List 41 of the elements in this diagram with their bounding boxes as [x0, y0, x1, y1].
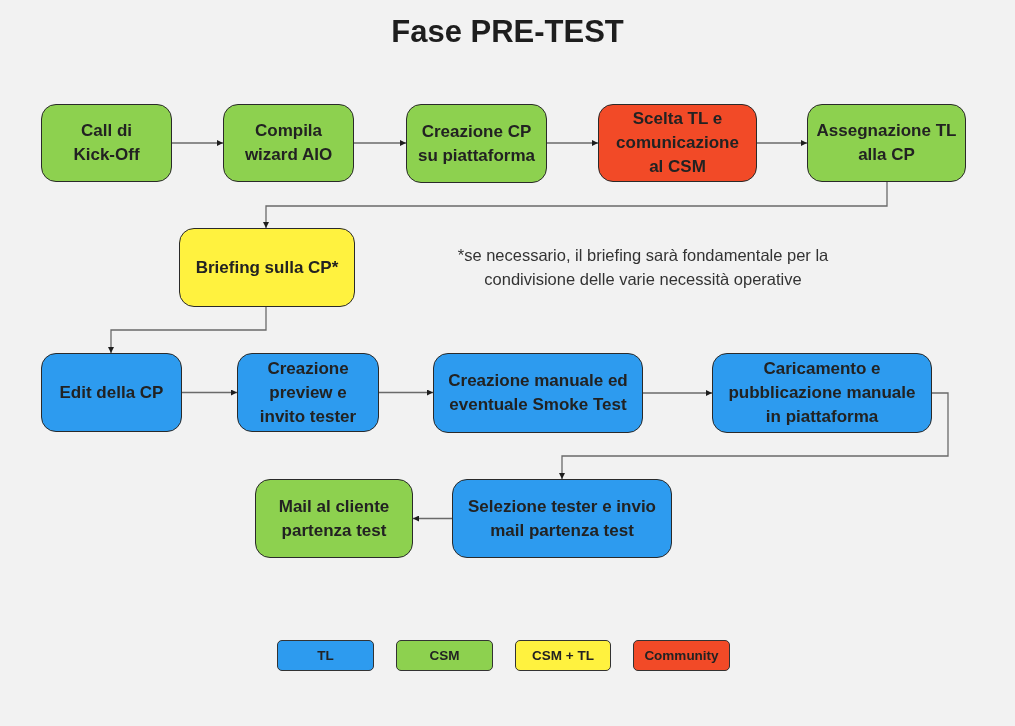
step-label: Scelta TL e comunicazione al CSM	[615, 108, 740, 178]
arrow	[378, 389, 434, 396]
arrow	[546, 140, 599, 146]
process-box	[41, 104, 172, 182]
process-box	[712, 353, 932, 433]
arrow	[353, 140, 407, 146]
footnote: *se necessario, il briefing sarà fondamentale per la condivisione delle varie necessità operative	[456, 245, 830, 290]
legend-label: CSM	[429, 648, 460, 663]
diagram-title: Fase PRE-TEST	[390, 14, 625, 50]
step-label: Briefing sulla CP*	[195, 256, 339, 279]
step-label: Creazione preview e invito tester	[258, 357, 358, 428]
arrow	[108, 306, 267, 354]
process-box	[223, 104, 354, 182]
arrow	[559, 392, 949, 480]
process-box	[433, 353, 643, 433]
process-box	[452, 479, 672, 558]
step-label: Creazione CP su piattaforma	[416, 120, 537, 167]
step-label: Assegnazione TL alla CP	[815, 120, 958, 166]
process-box	[406, 104, 547, 183]
step-label: Mail al cliente partenza test	[277, 495, 391, 542]
arrow	[412, 515, 453, 522]
step-label: Caricamento e pubblicazione manuale in piattaforma	[727, 358, 917, 428]
legend-label: Community	[644, 648, 719, 663]
process-box	[179, 228, 355, 307]
step-label: Compila wizard AIO	[243, 120, 334, 166]
process-box	[237, 353, 379, 432]
process-box	[255, 479, 413, 558]
step-label: Selezione tester e invio mail partenza test	[467, 495, 657, 542]
arrow	[642, 390, 713, 396]
step-label: Call di Kick-Off	[72, 120, 141, 166]
step-label: Edit della CP	[59, 381, 164, 404]
arrow	[171, 140, 224, 146]
process-box	[41, 353, 182, 432]
legend-label: TL	[317, 648, 334, 663]
process-box	[598, 104, 757, 182]
step-label: Creazione manuale ed eventuale Smoke Test	[447, 370, 629, 416]
arrow	[181, 389, 238, 396]
legend-label: CSM + TL	[532, 648, 594, 663]
arrow	[263, 181, 888, 229]
arrow	[756, 140, 808, 146]
process-box	[807, 104, 966, 182]
